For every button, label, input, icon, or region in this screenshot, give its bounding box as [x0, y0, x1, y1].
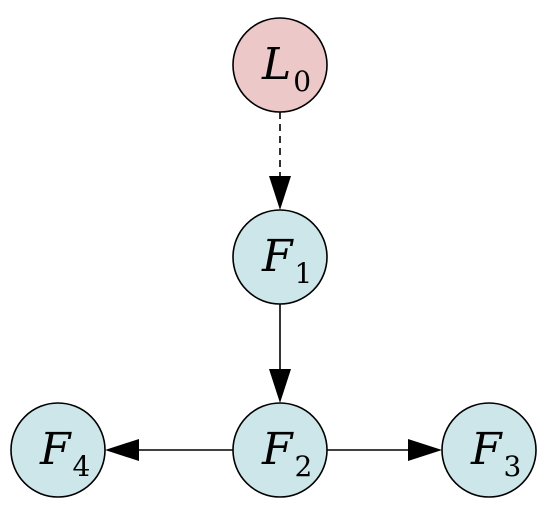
node-circle — [232, 402, 328, 498]
node-circle — [232, 17, 328, 113]
arrowhead — [269, 369, 291, 403]
edge-l0-to-f1 — [269, 112, 291, 210]
node-label-letter: F — [470, 424, 503, 475]
edges-layer — [105, 112, 442, 461]
node-label-subscript: 4 — [73, 450, 91, 483]
node-circle — [10, 402, 106, 498]
arrowhead — [408, 439, 442, 461]
node-label-subscript: 2 — [295, 450, 313, 483]
node-label: F2 — [261, 424, 312, 483]
node-label-subscript: 0 — [293, 65, 311, 98]
node-label-letter: F — [39, 424, 72, 475]
node-f1: F1 — [232, 209, 328, 305]
arrowhead — [269, 176, 291, 210]
node-f4: F4 — [10, 402, 106, 498]
node-l0: L0 — [232, 17, 328, 113]
edge-f2-to-f3 — [327, 439, 442, 461]
node-label: F3 — [470, 424, 521, 483]
node-f3: F3 — [441, 402, 537, 498]
node-circle — [441, 402, 537, 498]
node-f2: F2 — [232, 402, 328, 498]
node-label: L0 — [261, 39, 311, 98]
node-label-subscript: 1 — [295, 257, 313, 290]
node-label-letter: F — [261, 424, 294, 475]
node-circle — [232, 209, 328, 305]
node-label: F4 — [39, 424, 90, 483]
node-label-letter: L — [261, 39, 291, 90]
edge-f2-to-f4 — [105, 439, 233, 461]
node-label-letter: F — [261, 231, 294, 282]
node-label-subscript: 3 — [504, 450, 522, 483]
node-label: F1 — [261, 231, 312, 290]
arrowhead — [105, 439, 139, 461]
edge-f1-to-f2 — [269, 304, 291, 403]
